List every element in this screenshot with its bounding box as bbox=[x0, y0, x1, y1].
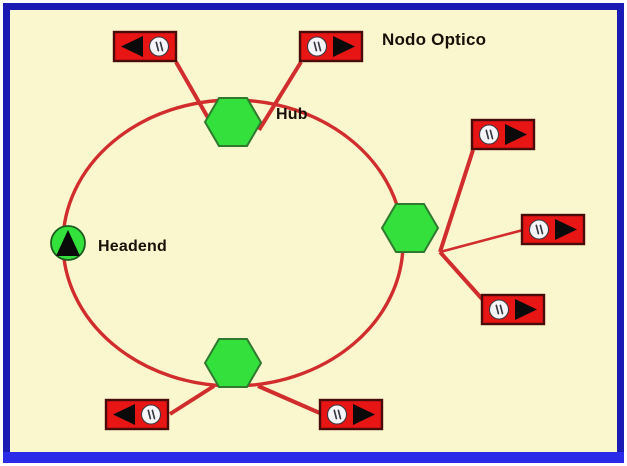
network-topology-svg bbox=[50, 30, 586, 431]
optical-node-bottom-left[interactable] bbox=[104, 398, 170, 431]
link-hubright-to-lower bbox=[438, 250, 485, 302]
optical-node-top-left[interactable] bbox=[112, 30, 178, 63]
bottom-blue-strip bbox=[3, 452, 624, 463]
label-hub: Hub bbox=[276, 106, 308, 123]
optical-node-right-upper[interactable] bbox=[470, 118, 536, 151]
optical-node-right-lower[interactable] bbox=[480, 293, 546, 326]
optical-node-bottom-right[interactable] bbox=[318, 398, 384, 431]
link-hubbottom-to-botleft bbox=[168, 384, 216, 416]
diagram-canvas: Nodo Optico Hub Headend bbox=[10, 10, 617, 452]
hub-top[interactable] bbox=[203, 97, 263, 147]
link-hubtop-to-topright bbox=[257, 60, 303, 132]
label-nodo-optico: Nodo Optico bbox=[382, 30, 487, 49]
link-hubbottom-to-botright bbox=[257, 384, 323, 416]
label-headend: Headend bbox=[98, 238, 167, 255]
optical-node-top-right[interactable] bbox=[298, 30, 364, 63]
optical-node-right-middle[interactable] bbox=[520, 213, 586, 246]
hub-bottom[interactable] bbox=[203, 338, 263, 388]
link-hubright-to-upper bbox=[438, 149, 475, 253]
headend-node[interactable] bbox=[50, 225, 86, 261]
hub-right[interactable] bbox=[380, 203, 440, 253]
link-hubright-to-middle bbox=[439, 228, 524, 254]
